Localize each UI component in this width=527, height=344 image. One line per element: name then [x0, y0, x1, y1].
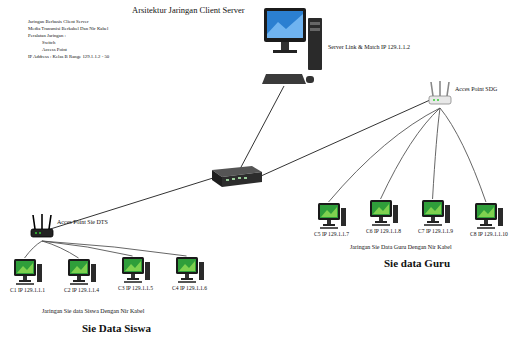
- network-switch: [212, 166, 262, 187]
- client-computer: C1 IP 129.1.1.1: [10, 258, 45, 293]
- device-label: C1 IP 129.1.1.1: [10, 287, 45, 293]
- access-point: Acces Point Sie DTS: [30, 213, 108, 241]
- srv-icon: [262, 4, 324, 88]
- note-text: Access Point: [42, 47, 67, 53]
- pc-icon: [121, 256, 151, 284]
- note-text: Jaringan Berbasis Client Server: [28, 19, 89, 25]
- pc-icon: [67, 258, 97, 286]
- note-text: Jaringan Sie Data Guru Dengan Nir Kabel: [350, 244, 452, 251]
- pc-icon: [474, 202, 504, 230]
- wireless-link: [381, 108, 440, 199]
- note-text: Switch: [42, 40, 55, 46]
- client-computer: C8 IP 129.1.1.10: [470, 202, 508, 237]
- pc-icon: [369, 199, 399, 227]
- note-text: IP Address : Kelas B Range 129.1.1.2 - 5…: [28, 54, 109, 60]
- cable-line: [240, 86, 284, 169]
- section-heading: Sie data Guru: [384, 257, 450, 270]
- wireless-link: [42, 241, 187, 256]
- device-label: Acces Point Sie DTS: [57, 219, 108, 226]
- client-computer: C7 IP 129.1.1.9: [418, 199, 453, 234]
- diagram-title: Arsitektur Jaringan Client Server: [132, 6, 245, 16]
- client-computer: C4 IP 129.1.1.6: [172, 256, 207, 291]
- client-computer: C5 IP 129.1.1.7: [314, 202, 349, 237]
- device-label: C3 IP 129.1.1.5: [118, 285, 153, 291]
- pc-icon: [317, 202, 347, 230]
- pc-icon: [13, 258, 43, 286]
- note-text: Peralatan Jaringan :: [28, 33, 66, 39]
- device-label: C6 IP 129.1.1.8: [366, 228, 401, 234]
- device-label: C2 IP 129.1.1.4: [64, 287, 99, 293]
- wireless-link: [42, 241, 133, 256]
- device-label: Acces Point SDG: [455, 86, 497, 93]
- cable-line: [44, 178, 213, 231]
- section-heading: Sie Data Siswa: [82, 322, 151, 335]
- note-text: Media Transmisi Berkabel Dan Nir Kabel: [28, 26, 108, 32]
- device-label: C4 IP 129.1.1.6: [172, 285, 207, 291]
- wireless-link: [433, 108, 440, 199]
- device-label: C5 IP 129.1.1.7: [314, 231, 349, 237]
- note-text: Jaringan Sie data Siswa Dengan Nir Kabel: [42, 308, 144, 315]
- server-computer: Server Link & Match IP 129.1.1.2: [262, 4, 410, 88]
- pc-icon: [175, 256, 205, 284]
- device-label: C7 IP 129.1.1.9: [418, 228, 453, 234]
- device-label: C8 IP 129.1.1.10: [470, 231, 508, 237]
- cable-line: [261, 100, 430, 176]
- wireless-link: [440, 108, 486, 202]
- ap-icon: [30, 213, 54, 241]
- client-computer: C6 IP 129.1.1.8: [366, 199, 401, 234]
- client-computer: C3 IP 129.1.1.5: [118, 256, 153, 291]
- wireless-link: [329, 108, 440, 202]
- pc-icon: [421, 199, 451, 227]
- client-computer: C2 IP 129.1.1.4: [64, 258, 99, 293]
- ap-icon: [428, 80, 452, 108]
- device-label: Server Link & Match IP 129.1.1.2: [328, 44, 410, 51]
- wireless-link: [25, 241, 42, 258]
- access-point: Acces Point SDG: [428, 80, 497, 108]
